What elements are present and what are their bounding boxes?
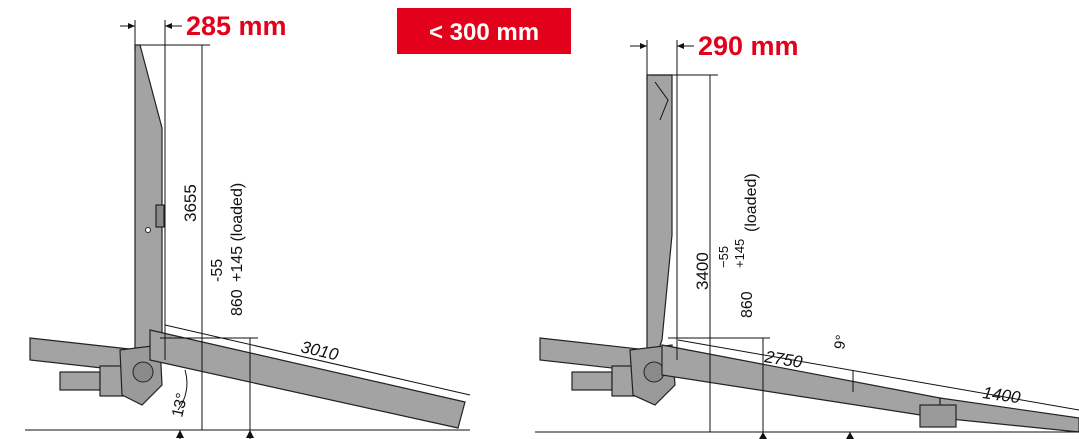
right-angle-label: 9°: [831, 334, 850, 351]
left-chassis-bracket: [59, 371, 101, 391]
left-vertical-plate: [134, 44, 163, 361]
left-angle-arc: [177, 369, 188, 411]
right-height-label: 3400: [693, 252, 712, 290]
left-platform-dim-line: [164, 324, 471, 396]
left-foot-arrow-1: [176, 430, 184, 438]
right-bed-tol-note: (loaded): [743, 173, 760, 232]
left-bed-tol-plus: +145 (loaded): [229, 183, 246, 282]
right-lift-drawing: 290 mm 3400 −55 +145 (loaded) 860 2750 9…: [535, 31, 1079, 439]
right-bed-height-label: 860: [739, 291, 756, 318]
right-bed-tol-minus: −55: [716, 246, 731, 268]
left-foot-arrow-2: [246, 430, 254, 438]
badge-label: < 300 mm: [429, 19, 539, 46]
badge-background: [397, 8, 571, 54]
right-foot-arrow-1: [759, 432, 767, 439]
right-chassis-bracket: [571, 371, 613, 391]
right-pivot-wheel: [643, 361, 665, 383]
left-bed-tol-minus: -55: [209, 259, 226, 282]
right-extension-label: 1400: [981, 383, 1022, 407]
right-extension-hinge: [919, 404, 957, 428]
right-platform-dim-line: [677, 339, 1079, 411]
left-platform: [149, 329, 466, 429]
right-overhang-label: 290 mm: [698, 31, 799, 61]
right-foot-arrow-2: [846, 432, 854, 439]
left-bed-height-label: 860: [229, 289, 246, 316]
left-overhang-arrowhead-2: [165, 23, 172, 29]
right-bed-tol-plus: +145: [732, 239, 747, 268]
left-hinge-point: [145, 227, 151, 233]
left-platform-length-label: 3010: [299, 337, 341, 364]
left-pivot-wheel: [132, 361, 154, 383]
right-plate-hook: [654, 81, 669, 121]
right-overhang-arrowhead-2: [677, 43, 684, 49]
left-overhang-arrowhead-1: [128, 23, 135, 29]
right-overhang-arrowhead-1: [640, 43, 647, 49]
left-angle-label: 13°: [169, 391, 191, 418]
left-height-label: 3655: [181, 184, 200, 222]
max-overhang-badge: < 300 mm: [397, 8, 571, 54]
right-vertical-plate: [646, 74, 673, 361]
left-overhang-label: 285 mm: [186, 11, 287, 41]
left-lift-drawing: 285 mm 3655 -55 +145 (loaded) 860 3010 1…: [25, 11, 471, 439]
left-plate-clip: [155, 204, 165, 228]
